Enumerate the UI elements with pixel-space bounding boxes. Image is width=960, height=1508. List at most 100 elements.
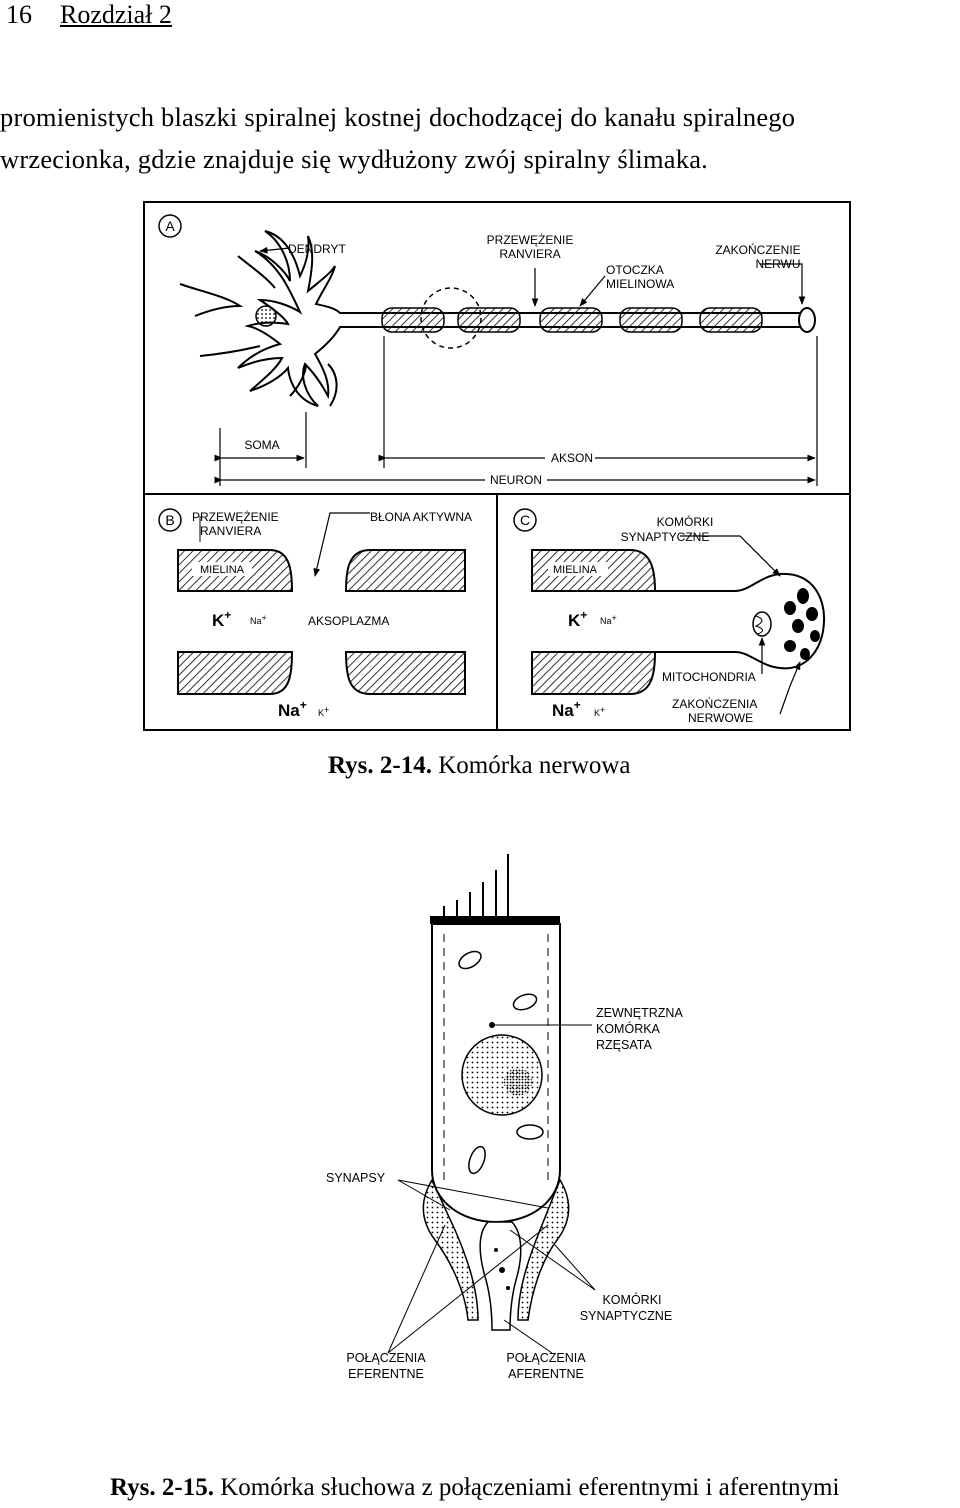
myelin-segment — [699, 307, 763, 333]
dendrite-branch — [327, 363, 338, 407]
label-zewnetrzna-3: RZĘSATA — [596, 1038, 652, 1052]
label-eferentne-2: EFERENTNE — [348, 1367, 424, 1381]
mitochondrion — [512, 993, 538, 1011]
mitochondrion-cristae — [754, 615, 763, 635]
label-eferentne-1: POŁĄCZENIA — [346, 1351, 426, 1365]
label-na-b: Na+ — [278, 698, 307, 720]
nerve-terminal — [655, 572, 826, 670]
myelin-segment — [457, 307, 521, 333]
label-przewezenie-1: PRZEWĘŻENIE — [487, 233, 574, 247]
figure-hair-cell: ZEWNĘTRZNA KOMÓRKA RZĘSATA SYNAPSY KOMÓR… — [326, 854, 683, 1381]
label-komorki-c-2: SYNAPTYCZNE — [621, 530, 710, 544]
label-na-c: Na+ — [552, 698, 581, 720]
otoczka-arrow — [579, 275, 606, 307]
nucleus — [255, 305, 277, 327]
panel-a: A DENDRYT PRZEWĘŻENIE RANVIERA OTOCZKA M… — [158, 214, 818, 488]
label-bg — [192, 562, 252, 576]
label-przewezenie-2: RANVIERA — [499, 247, 560, 261]
komorki-leader — [509, 1229, 596, 1291]
label-zewnetrzna-1: ZEWNĘTRZNA — [596, 1006, 683, 1020]
panel-c-marker-circle — [513, 508, 537, 532]
synapsy-leader — [397, 1179, 549, 1209]
label-komorki-c-1: KOMÓRKI — [657, 514, 714, 529]
label-zakonczenie-2: NERWU — [755, 257, 800, 271]
label-bg — [485, 472, 547, 488]
eferentne-leader — [387, 1224, 549, 1354]
dendrite-branch — [289, 363, 307, 397]
label-mielina-b: MIELINA — [200, 564, 245, 576]
label-bg — [240, 436, 284, 452]
vesicle — [506, 1286, 510, 1290]
label-na-small-c: Na+ — [600, 613, 617, 626]
synaptic-cell-right — [517, 1178, 570, 1321]
label-mitochondria: MITOCHONDRIA — [662, 670, 756, 684]
label-aferentne-1: POŁĄCZENIA — [506, 1351, 586, 1365]
label-bg — [545, 450, 595, 466]
leader-dot — [489, 1022, 495, 1028]
label-k-c: K+ — [568, 608, 587, 630]
panel-a-marker-circle — [158, 214, 182, 238]
label-komorki-2: SYNAPTYCZNE — [580, 1309, 672, 1323]
label-synapsy: SYNAPSY — [326, 1171, 386, 1185]
label-mielina-c: MIELINA — [553, 564, 598, 576]
panel-b: B MIELINA PRZEWĘŻENIE RANVIERA BŁONA AKT… — [158, 508, 472, 720]
synaptic-vesicle — [810, 630, 820, 642]
synaptic-vesicle — [800, 648, 810, 660]
label-blona: BŁONA AKTYWNA — [370, 510, 472, 524]
figure-nerve-cell: A DENDRYT PRZEWĘŻENIE RANVIERA OTOCZKA M… — [143, 201, 851, 731]
page-header: 16 Rozdział 2 — [6, 0, 172, 30]
label-na-small-b: Na+ — [250, 613, 267, 626]
blona-arrow — [313, 512, 370, 577]
dendrite-branch — [179, 283, 244, 317]
label-k-small-b: K+ — [318, 705, 329, 718]
body-paragraph: promienistych blaszki spiralnej kostnej … — [0, 96, 960, 180]
chapter-title: Rozdział 2 — [60, 0, 172, 29]
dendryt-arrow — [259, 246, 291, 254]
synaptic-vesicle — [792, 619, 804, 633]
dendrite-branch — [237, 255, 276, 289]
synaptic-cell-left — [422, 1178, 479, 1321]
label-zewnetrzna-2: KOMÓRKA — [596, 1021, 661, 1036]
nerve-ending — [798, 307, 816, 333]
synaptic-vesicle — [806, 607, 818, 621]
myelin-top-right — [344, 549, 466, 592]
vesicle — [499, 1267, 505, 1273]
afferent-fiber — [479, 1221, 522, 1331]
myelin-bottom — [531, 651, 657, 695]
figure-caption-2-14: Rys. 2-14. Komórka nerwowa — [328, 752, 631, 780]
label-dendryt: DENDRYT — [288, 242, 346, 256]
synapsy-leader — [397, 1179, 451, 1211]
eferentne-leader — [387, 1224, 446, 1354]
figure-caption-2-15: Rys. 2-15. Komórka słuchowa z połączenia… — [110, 1474, 839, 1502]
label-neuron: NEURON — [490, 473, 542, 487]
caption-text: Komórka słuchowa z połączeniami eferentn… — [220, 1474, 840, 1501]
panel-c-marker: C — [520, 512, 530, 528]
label-zakonczenia-1: ZAKOŃCZENIA — [672, 696, 757, 711]
label-k-small-c: K+ — [594, 705, 605, 718]
mitochondrion — [458, 950, 482, 970]
panel-b-marker-circle — [158, 508, 182, 532]
label-aksoplazma: AKSOPLAZMA — [308, 614, 389, 628]
label-przewezenie-b-2: RANVIERA — [200, 524, 261, 538]
myelin-segment — [539, 307, 603, 333]
label-otoczka-1: OTOCZKA — [606, 263, 664, 277]
page-number: 16 — [6, 0, 32, 29]
synaptic-vesicle — [784, 640, 796, 652]
cuticular-plate — [430, 916, 560, 924]
synaptic-vesicle — [797, 588, 809, 604]
myelin-bottom-right — [344, 651, 466, 695]
mitochondrion — [468, 1145, 486, 1175]
myelin-bottom-left — [177, 651, 294, 695]
komorki-arrow — [680, 535, 781, 577]
label-k-b: K+ — [212, 608, 231, 630]
caption-text: Komórka nerwowa — [438, 752, 631, 779]
caption-label: Rys. 2-15. — [110, 1474, 214, 1501]
vesicle — [494, 1248, 498, 1252]
mitochondrion — [752, 611, 772, 637]
panel-c: C MIELINA KOMÓRKI SYNAPTYCZNE K+ Na+ MIT… — [513, 508, 826, 725]
synaptic-vesicle — [784, 601, 796, 615]
label-akson: AKSON — [551, 451, 593, 465]
myelin-segment — [619, 307, 683, 333]
soma-shape — [237, 230, 811, 407]
body-line-1: promienistych blaszki spiralnej kostnej … — [0, 102, 796, 132]
